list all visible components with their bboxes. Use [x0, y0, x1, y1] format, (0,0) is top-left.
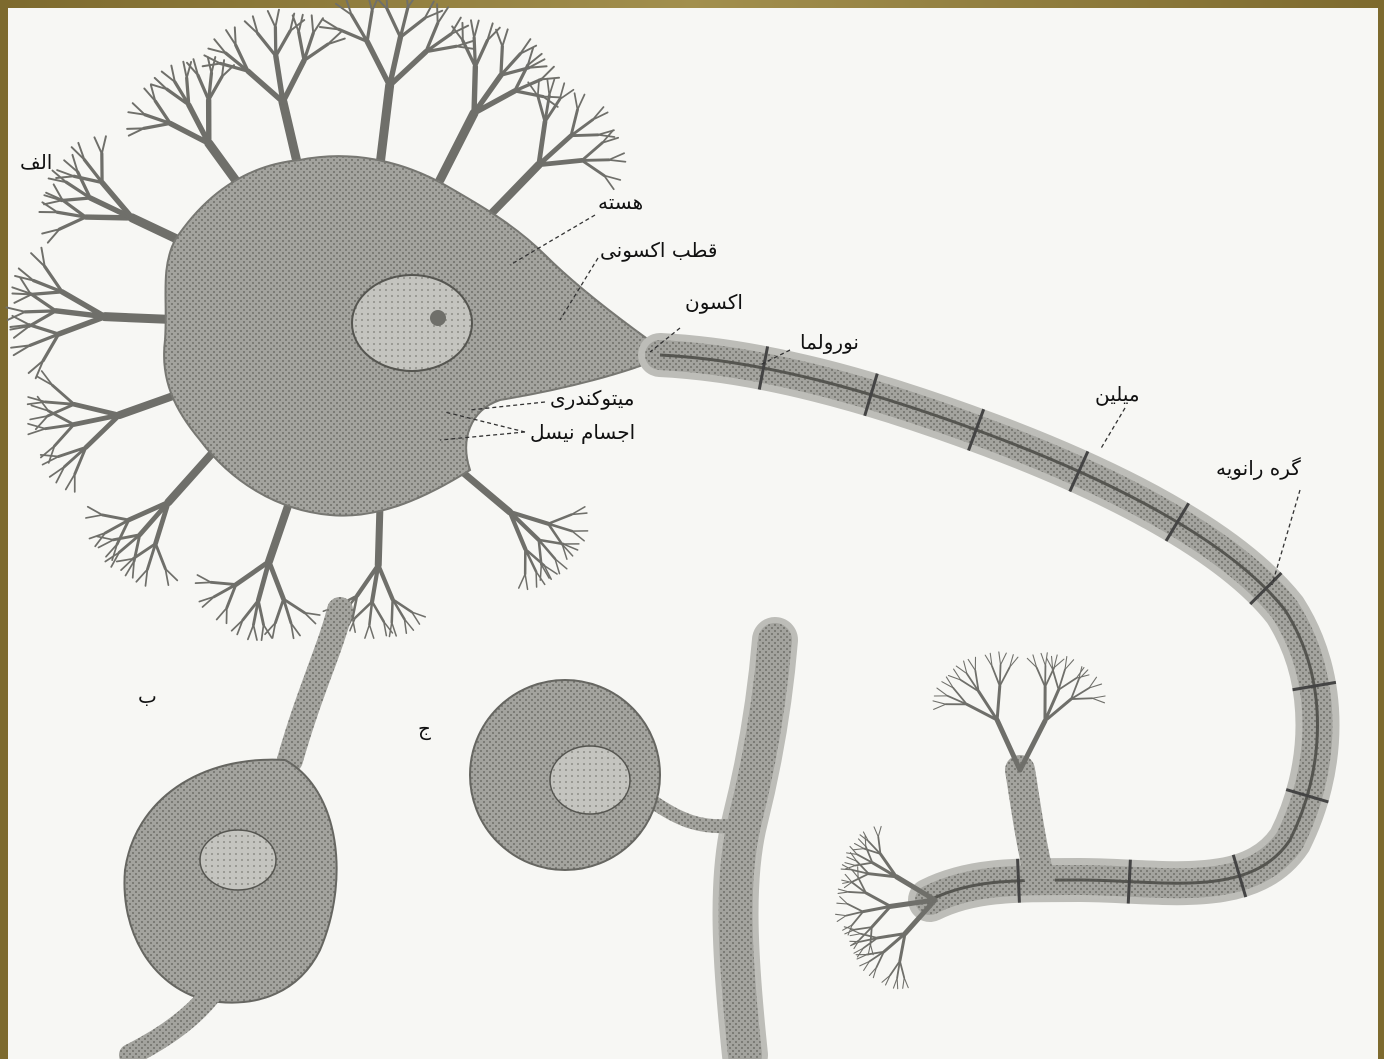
label-neurolemma: نورولما — [800, 330, 859, 354]
neuron-b — [124, 610, 340, 1055]
axon-collateral — [1020, 770, 1040, 880]
nucleolus — [430, 310, 446, 326]
ranvier-nodes — [759, 346, 1336, 903]
ranvier-node — [1018, 859, 1020, 903]
panel-label-c: ج — [418, 716, 431, 740]
axon-terminals — [836, 652, 1106, 989]
label-node-of-ranvier: گره رانویه — [1216, 456, 1301, 480]
panel-label-a: الف — [20, 150, 52, 174]
panel-label-b: ب — [138, 684, 157, 708]
label-axon: اکسون — [685, 290, 743, 314]
nucleus — [352, 275, 472, 371]
label-myelin: میلین — [1095, 382, 1140, 406]
label-mitochondria: میتوکندری — [550, 386, 634, 410]
label-nissl-bodies: اجسام نیسل — [530, 420, 635, 444]
neuron-c — [470, 640, 775, 1055]
label-axon-hillock: قطب اکسونی — [600, 238, 717, 262]
label-nucleus: هسته — [598, 190, 643, 214]
